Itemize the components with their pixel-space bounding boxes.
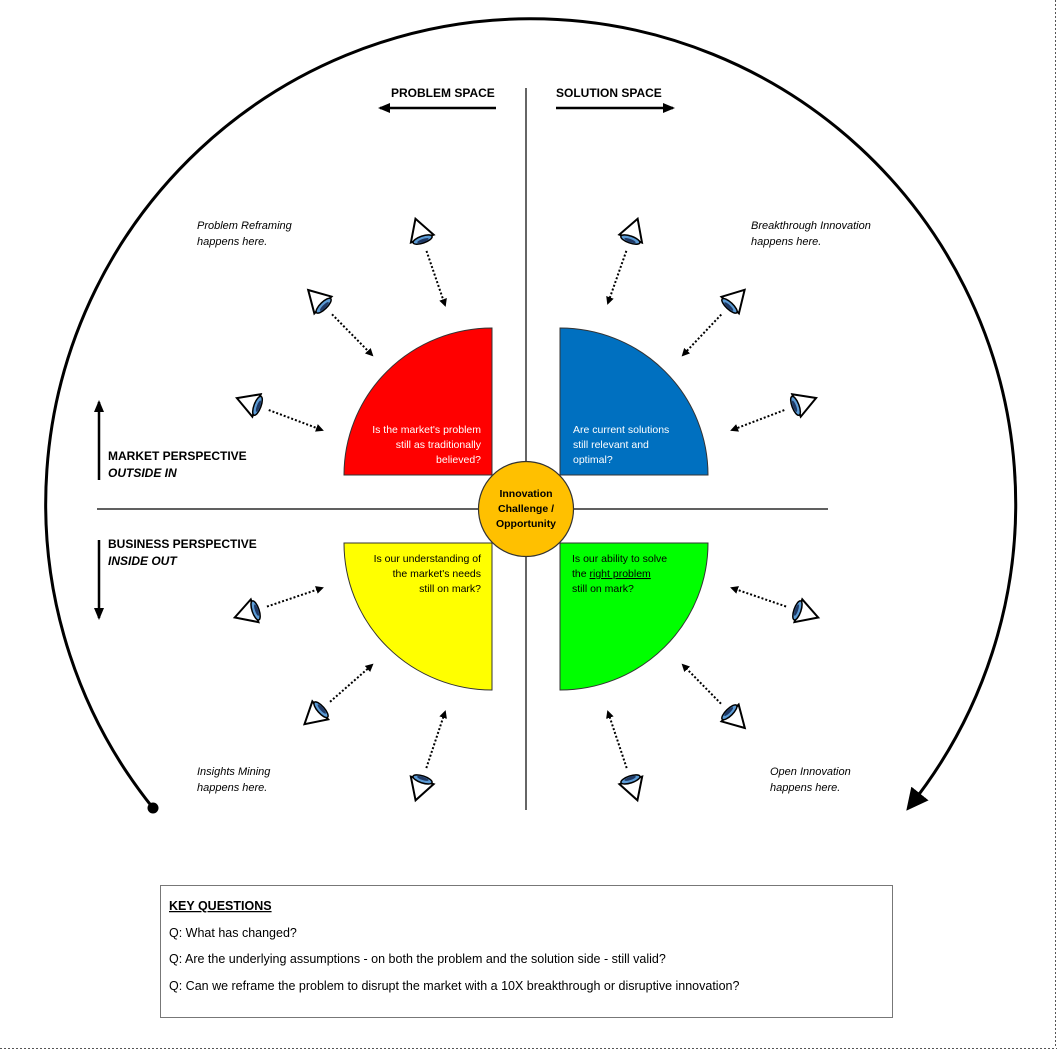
center-label-line: Innovation bbox=[499, 488, 552, 500]
key-questions-box bbox=[160, 885, 893, 1018]
red-question-line: Is the market's problem bbox=[372, 424, 481, 436]
problem-space-label: PROBLEM SPACE bbox=[391, 86, 495, 100]
green-question-underlined: right problem bbox=[590, 568, 652, 580]
eye-icon bbox=[719, 702, 747, 730]
green-question-line: Is our ability to solve bbox=[572, 553, 667, 565]
eye-icon bbox=[306, 288, 334, 316]
note-breakthrough-innovation-2: happens here. bbox=[751, 236, 821, 248]
quadrant-yellow-market-needs bbox=[343, 542, 493, 691]
business-perspective-subtitle: INSIDE OUT bbox=[108, 554, 178, 568]
dotted-view-arrow bbox=[425, 250, 447, 307]
dotted-view-arrow bbox=[331, 313, 374, 357]
market-perspective-subtitle: OUTSIDE IN bbox=[108, 466, 177, 480]
eye-icon bbox=[719, 288, 747, 316]
dotted-view-arrow bbox=[606, 250, 628, 305]
key-question-item: Q: Can we reframe the problem to disrupt… bbox=[169, 979, 739, 993]
dotted-view-arrow bbox=[681, 313, 722, 357]
note-insights-mining-2: happens here. bbox=[197, 782, 267, 794]
eye-icon bbox=[792, 597, 821, 624]
eye-icon bbox=[789, 393, 818, 419]
key-question-item: Q: What has changed? bbox=[169, 926, 297, 940]
market-perspective-title: MARKET PERSPECTIVE bbox=[108, 449, 247, 463]
dotted-view-arrow bbox=[329, 663, 374, 703]
yellow-question-line: still on mark? bbox=[419, 583, 481, 595]
blue-question-line: still relevant and bbox=[573, 439, 649, 451]
eye-icon bbox=[409, 216, 436, 245]
solution-space-label: SOLUTION SPACE bbox=[556, 86, 662, 100]
cycle-arc-arrow bbox=[44, 17, 1018, 811]
dotted-view-arrow bbox=[425, 710, 447, 769]
yellow-question-line: Is our understanding of bbox=[374, 553, 481, 565]
quadrant-red-market-problem bbox=[343, 327, 493, 476]
eye-icon bbox=[617, 774, 644, 803]
eye-icon bbox=[409, 774, 436, 803]
dotted-view-arrow bbox=[268, 409, 324, 432]
green-question-line: still on mark? bbox=[572, 583, 634, 595]
eye-icon bbox=[235, 392, 264, 419]
note-open-innovation: Open Innovation bbox=[770, 766, 851, 778]
dotted-view-arrow bbox=[606, 710, 628, 769]
note-open-innovation-2: happens here. bbox=[770, 782, 840, 794]
key-question-item: Q: Are the underlying assumptions - on b… bbox=[169, 952, 666, 966]
green-question-line: the right problem bbox=[572, 568, 651, 580]
yellow-question-line: the market's needs bbox=[393, 568, 481, 580]
red-question-line: believed? bbox=[436, 454, 481, 466]
innovation-challenge-circle bbox=[477, 460, 575, 558]
dotted-view-arrow bbox=[266, 586, 324, 608]
cycle-arc-start-dot bbox=[147, 802, 159, 814]
dotted-view-arrow bbox=[730, 586, 787, 608]
center-label-line: Opportunity bbox=[496, 518, 556, 530]
dotted-view-arrow bbox=[730, 409, 785, 432]
quadrant-green-ability-to-solve bbox=[559, 542, 709, 691]
quadrant-blue-current-solutions bbox=[559, 327, 709, 476]
business-perspective-title: BUSINESS PERSPECTIVE bbox=[108, 537, 257, 551]
blue-question-line: optimal? bbox=[573, 454, 613, 466]
key-questions-title: KEY QUESTIONS bbox=[169, 899, 272, 913]
note-breakthrough-innovation: Breakthrough Innovation bbox=[751, 220, 871, 232]
green-question-prefix: the bbox=[572, 568, 590, 580]
eye-icon bbox=[617, 216, 644, 245]
center-label-line: Challenge / bbox=[498, 503, 554, 515]
eye-icon bbox=[232, 597, 261, 624]
eye-icon bbox=[302, 699, 331, 726]
note-insights-mining: Insights Mining bbox=[197, 766, 271, 778]
red-question-line: still as traditionally bbox=[396, 439, 482, 451]
blue-question-line: Are current solutions bbox=[573, 424, 669, 436]
note-problem-reframing: Problem Reframing bbox=[197, 220, 293, 232]
note-problem-reframing-2: happens here. bbox=[197, 236, 267, 248]
dotted-view-arrow bbox=[681, 663, 722, 705]
